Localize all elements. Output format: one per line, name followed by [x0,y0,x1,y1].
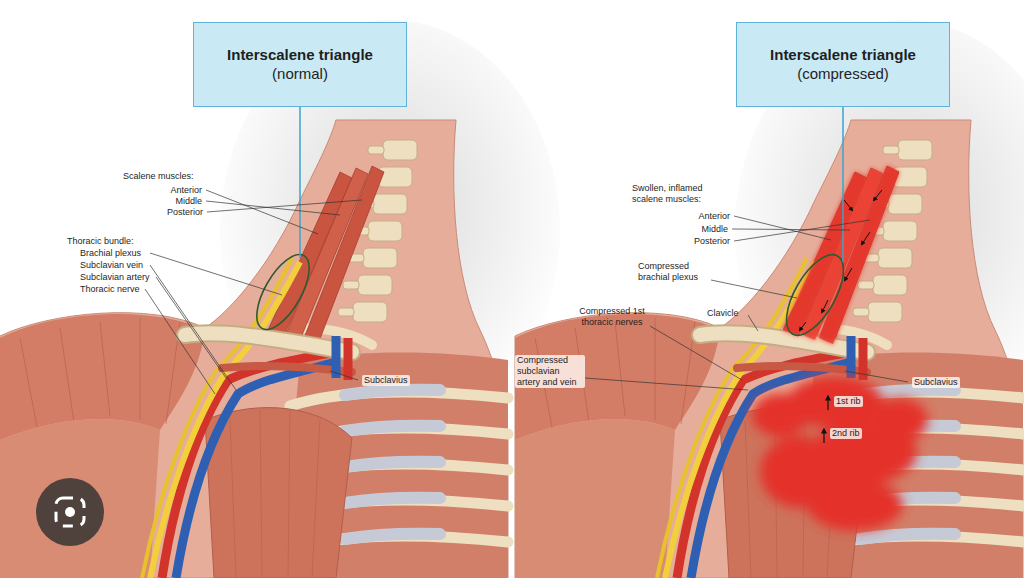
anatomy-label: Posterior [167,207,203,218]
anatomy-label: Compressed 1st thoracic nerves [575,306,649,328]
drawing-part [56,498,84,526]
drawing-part [844,200,852,210]
title-box: Interscalene triangle(normal) [193,22,407,107]
anatomy-label: Thoracic bundle: [67,236,134,247]
anatomy-label: Middle [175,196,202,207]
anatomy-label: 2nd rib [830,428,862,439]
anatomy-label: 1st rib [834,396,863,407]
anatomy-normal [0,120,508,578]
focus-oval [246,247,319,338]
box-heading: Interscalene triangle [770,46,916,65]
anatomy-label: Compressed subclavian artery and vein [515,355,585,388]
drawing-part [872,398,928,442]
drawing-part [156,277,226,378]
title-pointer [299,107,301,258]
anatomy-label: Posterior [694,236,730,247]
drawing-part [145,289,215,394]
drawing-part [207,200,362,212]
lens-icon [36,478,104,546]
drawing-part [150,253,282,295]
anatomy-label: Subclavius [362,375,410,386]
drawing-part [36,478,104,546]
box-heading: Interscalene triangle [227,46,373,65]
anatomy-label: Subclavius [912,377,960,388]
drawing-part [734,220,870,241]
drawing-part [206,190,318,234]
anatomy-compressed [515,120,1023,578]
drawing-part [711,280,797,298]
drawing-part [748,315,758,331]
anatomy-label: Scalene muscles: [123,171,194,182]
drawing-part [752,393,808,437]
box-subheading: (normal) [272,65,328,84]
inflammation [752,376,928,531]
anatomy-label: Swollen, inflamed scalene muscles: [632,183,712,205]
drawing-part [330,371,358,380]
anatomy-label: Anterior [170,185,202,196]
drawing-part [807,479,903,531]
anatomy-label: Subclavian vein [80,260,143,271]
leader-lines [145,190,908,394]
drawing-part [827,397,828,410]
drawing-part [823,430,824,443]
title-box: Interscalene triangle(compressed) [736,22,950,107]
drawing-part [862,232,870,244]
anatomy-label: Subclavian artery [80,272,150,283]
drawing-part [845,371,908,382]
drawing-part [585,378,748,390]
anatomy-label: Clavicle [707,308,739,319]
rib-arrows [824,397,828,443]
drawing-part [150,265,236,390]
anatomy-label: Brachial plexus [80,248,141,259]
title-pointer [842,107,844,262]
drawing-part [874,190,882,200]
drawing-part [650,326,742,380]
drawing-part [822,300,828,312]
drawing-part [732,229,850,230]
inflamed-scalenes [783,166,899,344]
anatomy-label: Compressed brachial plexus [638,261,710,283]
drawing-part [800,322,806,330]
box-subheading: (compressed) [797,65,889,84]
anatomy-label: Thoracic nerve [80,284,140,295]
anatomy-label: Middle [701,224,728,235]
drawing-part [845,268,852,280]
drawing-part [65,507,75,517]
anatomy-label: Anterior [698,211,730,222]
